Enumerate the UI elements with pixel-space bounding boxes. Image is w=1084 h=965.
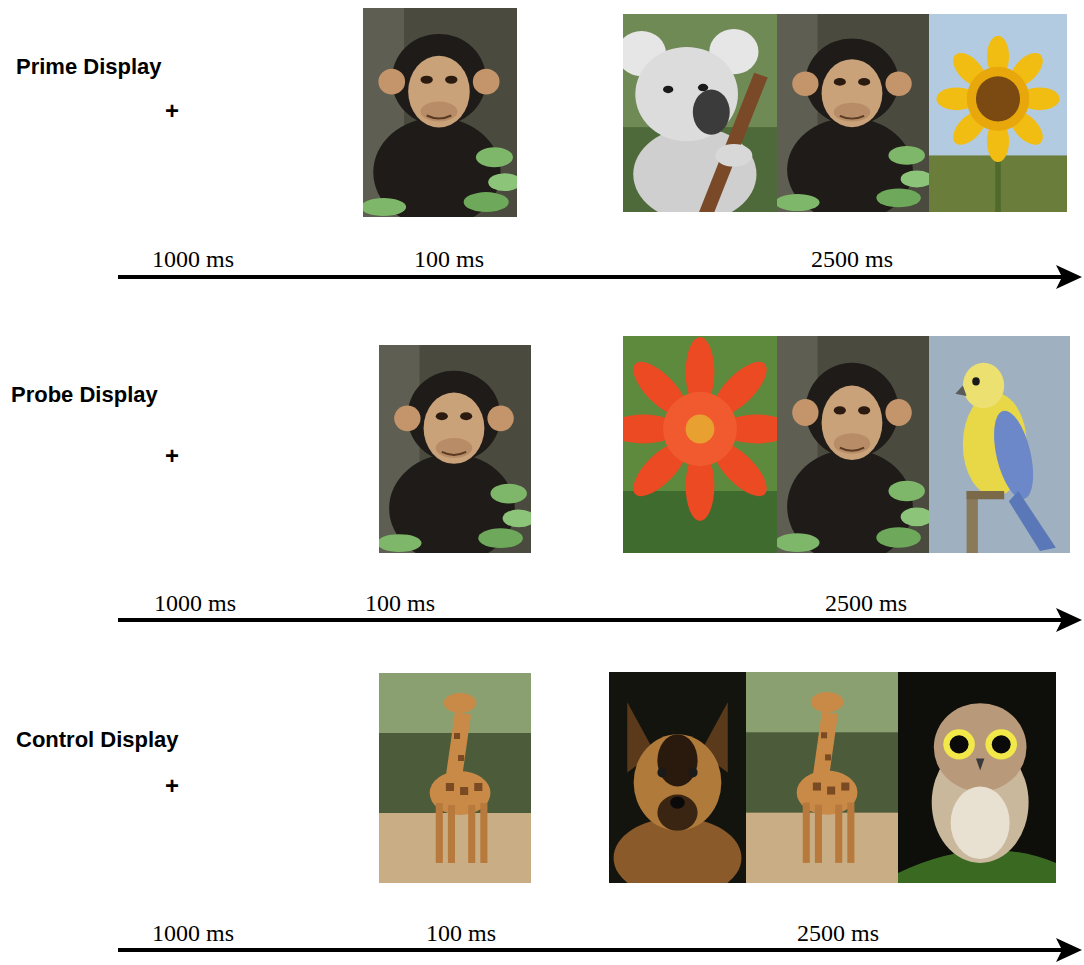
photo-sunflower [929, 14, 1067, 212]
arrowhead [1056, 938, 1082, 962]
timeline-arrow [118, 618, 1066, 622]
photo-dog [609, 672, 746, 898]
photo-chimpanzee [361, 8, 521, 227]
photo-koala [617, 14, 777, 221]
photo-giraffe [746, 672, 898, 883]
duration-label: 100 ms [365, 590, 435, 616]
duration-label: 100 ms [426, 920, 496, 946]
display-label: Prime Display [16, 55, 162, 79]
duration-label: 100 ms [414, 246, 484, 272]
fixation-cross: + [165, 773, 179, 799]
timeline-arrow [118, 275, 1066, 279]
duration-label: 2500 ms [811, 246, 893, 272]
duration-label: 1000 ms [152, 246, 234, 272]
photo-chimpanzee [377, 345, 535, 563]
duration-label: 2500 ms [825, 590, 907, 616]
display-label: Probe Display [11, 383, 158, 407]
duration-label: 1000 ms [152, 920, 234, 946]
photo-parrot [929, 336, 1070, 553]
duration-label: 2500 ms [797, 920, 879, 946]
duration-label: 1000 ms [154, 590, 236, 616]
photo-gerbera [609, 336, 792, 553]
fixation-cross: + [165, 443, 179, 469]
photo-chimpanzee [775, 14, 933, 221]
photo-giraffe [379, 673, 531, 883]
arrowhead [1056, 265, 1082, 289]
display-label: Control Display [16, 728, 179, 752]
timeline-arrow [118, 948, 1066, 952]
photo-owl [898, 672, 1056, 883]
arrowhead [1056, 608, 1082, 632]
photo-chimpanzee [775, 336, 933, 563]
fixation-cross: + [165, 98, 179, 124]
